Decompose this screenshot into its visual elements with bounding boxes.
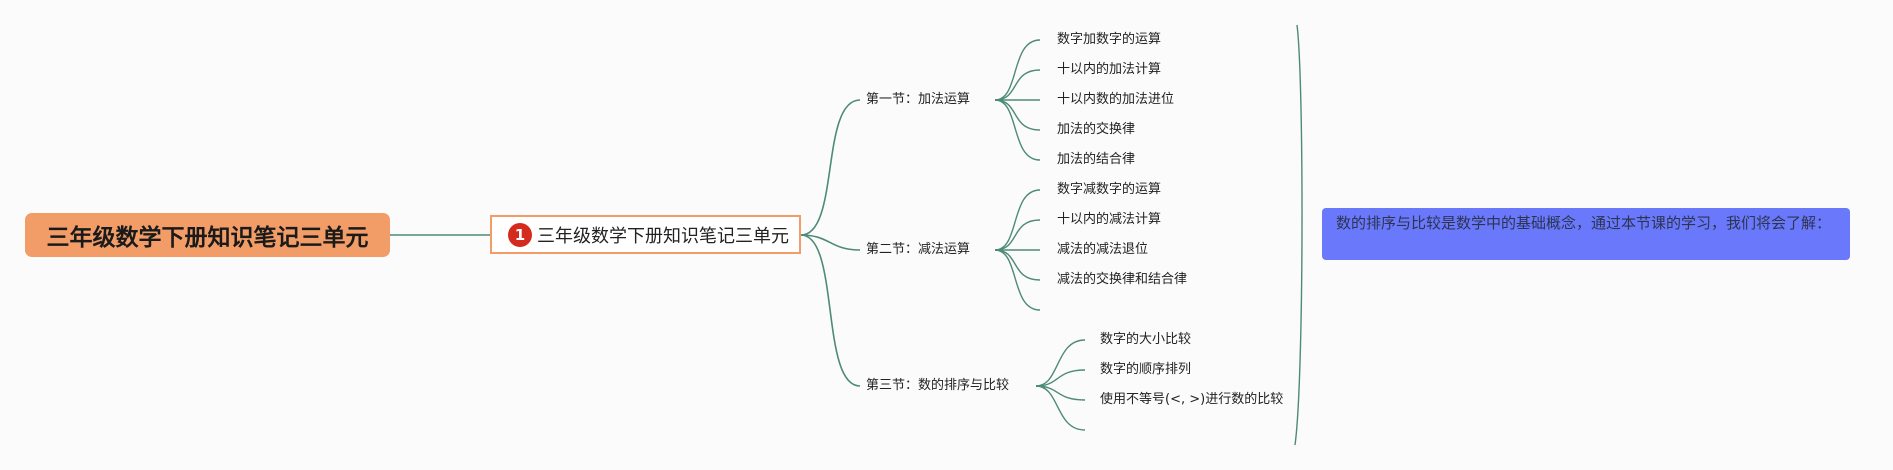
- edges-section-3: [1035, 339, 1086, 431]
- leaf-3-3[interactable]: 使用不等号(<, >)进行数的比较: [1100, 392, 1283, 408]
- edge-main-section-1: [800, 99, 861, 236]
- leaf-label: 加法的交换律: [1057, 122, 1136, 137]
- priority-1-icon: 1: [508, 222, 532, 247]
- section-1[interactable]: 第一节：加法运算: [866, 92, 970, 108]
- summary-bracket: [1294, 24, 1303, 446]
- leaf-2-3[interactable]: 减法的减法退位: [1057, 242, 1148, 258]
- leaf-2-1[interactable]: 数字减数字的运算: [1057, 182, 1161, 198]
- leaf-1-3[interactable]: 十以内数的加法进位: [1057, 92, 1174, 108]
- summary-note-text: 数的排序与比较是数学中的基础概念，通过本节课的学习，我们将会了解：: [1336, 214, 1832, 232]
- main-topic[interactable]: 1 三年级数学下册知识笔记三单元: [490, 215, 801, 254]
- leaf-label: 减法的减法退位: [1057, 242, 1149, 257]
- leaf-1-1[interactable]: 数字加数字的运算: [1057, 32, 1161, 48]
- leaf-label: 加法的结合律: [1057, 152, 1136, 167]
- section-2[interactable]: 第二节：减法运算: [866, 242, 970, 258]
- edges-section-1: [994, 39, 1041, 161]
- leaf-label: 数字的顺序排列: [1100, 362, 1192, 377]
- leaf-3-2[interactable]: 数字的顺序排列: [1100, 362, 1191, 378]
- root-topic[interactable]: 三年级数学下册知识笔记三单元: [25, 213, 390, 257]
- leaf-1-5[interactable]: 加法的结合律: [1057, 152, 1135, 168]
- leaf-1-4[interactable]: 加法的交换律: [1057, 122, 1135, 138]
- leaf-2-4[interactable]: 减法的交换律和结合律: [1057, 272, 1187, 288]
- leaf-label: 减法的交换律和结合律: [1057, 272, 1188, 287]
- leaf-label: 十以内的加法计算: [1057, 62, 1162, 77]
- root-topic-label: 三年级数学下册知识笔记三单元: [46, 225, 369, 251]
- leaf-1-2[interactable]: 十以内的加法计算: [1057, 62, 1161, 78]
- section-3-label: 第三节：数的排序与比较: [866, 378, 1010, 393]
- main-topic-label: 三年级数学下册知识笔记三单元: [537, 225, 789, 247]
- edges-section-2: [994, 189, 1041, 311]
- edge-main-section-3: [800, 234, 861, 387]
- section-3[interactable]: 第三节：数的排序与比较: [866, 378, 1009, 394]
- section-2-label: 第二节：减法运算: [866, 242, 971, 257]
- leaf-label: 数字加数字的运算: [1057, 32, 1162, 47]
- section-1-label: 第一节：加法运算: [866, 92, 971, 107]
- edge-main-section-2: [800, 234, 861, 251]
- leaf-2-2[interactable]: 十以内的减法计算: [1057, 212, 1161, 228]
- summary-note[interactable]: 数的排序与比较是数学中的基础概念，通过本节课的学习，我们将会了解：: [1322, 208, 1850, 260]
- leaf-label: 数字的大小比较: [1100, 332, 1192, 347]
- leaf-label: 使用不等号(<, >)进行数的比较: [1100, 392, 1284, 407]
- leaf-label: 数字减数字的运算: [1057, 182, 1162, 197]
- leaf-label: 十以内数的加法进位: [1057, 92, 1175, 107]
- leaf-3-1[interactable]: 数字的大小比较: [1100, 332, 1191, 348]
- leaf-label: 十以内的减法计算: [1057, 212, 1162, 227]
